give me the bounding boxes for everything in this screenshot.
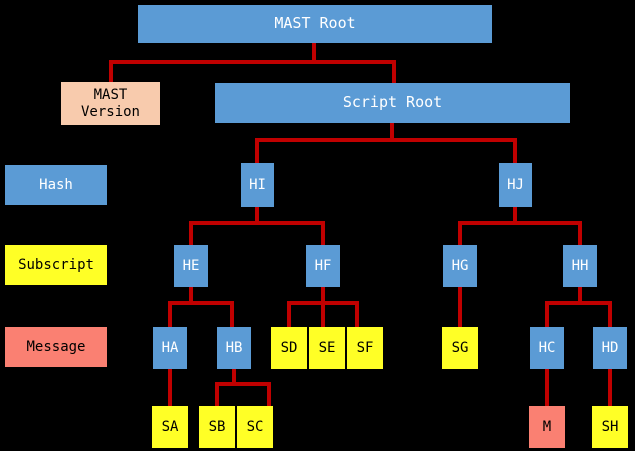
edge-mast-root-bus bbox=[109, 60, 396, 64]
edge-to-sf bbox=[355, 301, 359, 327]
node-hj[interactable]: HJ bbox=[499, 163, 532, 207]
legend-item-subscript: Subscript bbox=[5, 245, 107, 285]
edge-to-hc bbox=[545, 301, 549, 327]
edge-hh-bus bbox=[545, 301, 612, 305]
node-sc[interactable]: SC bbox=[237, 406, 273, 448]
node-hi[interactable]: HI bbox=[241, 163, 274, 207]
node-sd[interactable]: SD bbox=[271, 327, 307, 369]
node-mast-root[interactable]: MAST Root bbox=[138, 5, 492, 43]
node-sf[interactable]: SF bbox=[347, 327, 383, 369]
node-label-sg: SG bbox=[451, 339, 469, 356]
node-label-hj: HJ bbox=[507, 176, 524, 193]
edge-to-sg bbox=[458, 287, 462, 327]
node-label-mast-version: MAST Version bbox=[80, 87, 140, 120]
edge-hj-bus bbox=[458, 221, 582, 225]
node-m[interactable]: M bbox=[529, 406, 565, 448]
node-label-hb: HB bbox=[225, 339, 243, 356]
node-label-hh: HH bbox=[571, 257, 589, 274]
edge-to-ha bbox=[168, 301, 172, 327]
edge-he-stem bbox=[189, 287, 193, 305]
node-label-script-root: Script Root bbox=[342, 93, 443, 112]
node-sh[interactable]: SH bbox=[592, 406, 628, 448]
edge-to-sb bbox=[215, 382, 219, 406]
node-hf[interactable]: HF bbox=[306, 245, 340, 287]
edge-hi-bus bbox=[189, 221, 325, 225]
edge-mast-root-stem bbox=[312, 43, 316, 64]
edge-hf-stem bbox=[321, 287, 325, 305]
node-label-hc: HC bbox=[538, 339, 556, 356]
node-sa[interactable]: SA bbox=[152, 406, 188, 448]
edge-to-sh bbox=[608, 369, 612, 406]
edge-to-hi bbox=[255, 138, 259, 163]
legend-item-hash: Hash bbox=[5, 165, 107, 205]
node-hd[interactable]: HD bbox=[593, 327, 627, 369]
edge-hb-stem bbox=[232, 369, 236, 386]
node-hc[interactable]: HC bbox=[530, 327, 564, 369]
edge-hi-stem bbox=[255, 207, 259, 225]
node-label-hf: HF bbox=[314, 257, 332, 274]
node-label-ha: HA bbox=[161, 339, 179, 356]
node-label-sd: SD bbox=[280, 339, 298, 356]
edge-hb-bus bbox=[215, 382, 271, 386]
node-he[interactable]: HE bbox=[174, 245, 208, 287]
node-label-he: HE bbox=[182, 257, 200, 274]
node-label-sf: SF bbox=[356, 339, 374, 356]
node-label-hd: HD bbox=[601, 339, 619, 356]
edge-to-hf bbox=[321, 221, 325, 245]
node-hh[interactable]: HH bbox=[563, 245, 597, 287]
node-hb[interactable]: HB bbox=[217, 327, 251, 369]
node-label-sh: SH bbox=[601, 418, 619, 435]
node-label-m: M bbox=[542, 418, 552, 435]
edge-to-sc bbox=[267, 382, 271, 406]
node-label-sc: SC bbox=[246, 418, 264, 435]
edge-to-hd bbox=[608, 301, 612, 327]
node-label-se: SE bbox=[318, 339, 336, 356]
legend-label-hash: Hash bbox=[39, 176, 73, 193]
edge-to-sa bbox=[168, 369, 172, 406]
legend-item-message: Message bbox=[5, 327, 107, 367]
node-hg[interactable]: HG bbox=[443, 245, 477, 287]
edge-to-sd bbox=[287, 301, 291, 327]
node-label-mast-root: MAST Root bbox=[274, 14, 356, 33]
node-label-hi: HI bbox=[249, 176, 266, 193]
node-sg[interactable]: SG bbox=[442, 327, 478, 369]
edge-to-hj bbox=[513, 138, 517, 163]
edge-script-root-stem bbox=[390, 123, 394, 142]
node-label-sa: SA bbox=[161, 418, 179, 435]
node-mast-version[interactable]: MAST Version bbox=[61, 82, 160, 125]
legend-label-message: Message bbox=[26, 338, 86, 355]
edge-hj-stem bbox=[513, 207, 517, 225]
node-sb[interactable]: SB bbox=[199, 406, 235, 448]
edge-to-hb bbox=[230, 301, 234, 327]
node-label-sb: SB bbox=[208, 418, 226, 435]
edge-to-se bbox=[321, 301, 325, 327]
edge-to-hg bbox=[458, 221, 462, 245]
legend-label-subscript: Subscript bbox=[18, 256, 94, 273]
node-se[interactable]: SE bbox=[309, 327, 345, 369]
node-script-root[interactable]: Script Root bbox=[215, 83, 570, 123]
edge-to-he bbox=[189, 221, 193, 245]
edge-he-bus bbox=[168, 301, 234, 305]
edge-to-m bbox=[545, 369, 549, 406]
node-ha[interactable]: HA bbox=[153, 327, 187, 369]
edge-to-script-root bbox=[392, 60, 396, 83]
edge-hh-stem bbox=[578, 287, 582, 305]
edge-to-mast-version bbox=[109, 60, 113, 82]
node-label-hg: HG bbox=[451, 257, 469, 274]
edge-script-root-bus bbox=[255, 138, 517, 142]
edge-to-hh bbox=[578, 221, 582, 245]
